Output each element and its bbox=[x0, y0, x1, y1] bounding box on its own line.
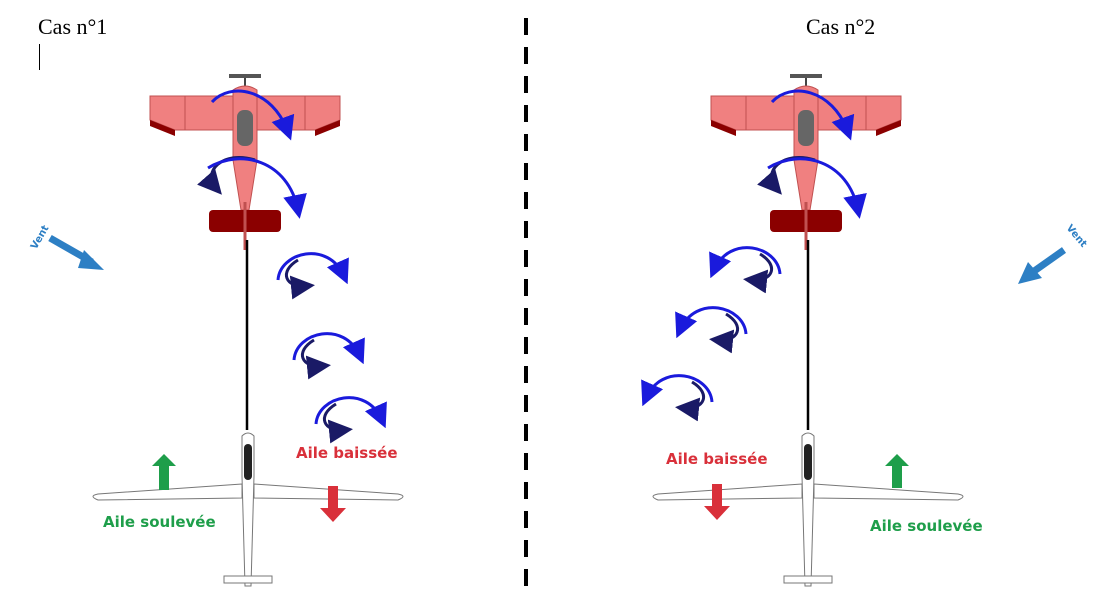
case-1: Vent Aile soulevée Aile baissée bbox=[29, 74, 404, 587]
raised-wing-label-1: Aile soulevée bbox=[103, 513, 216, 531]
wind-arrow-1 bbox=[48, 234, 104, 270]
case-2: Vent Aile soulevée Aile baissée bbox=[641, 74, 1089, 587]
vortex-5 bbox=[675, 306, 748, 354]
vortex-3 bbox=[316, 398, 382, 431]
prop-wash-arrow bbox=[770, 89, 855, 141]
case-2-title: Cas n°2 bbox=[806, 14, 876, 39]
raised-wing-arrow-2 bbox=[885, 454, 909, 488]
vortex-2 bbox=[294, 334, 360, 367]
prop-wash-arrow bbox=[207, 157, 307, 219]
raised-wing-arrow-1 bbox=[152, 454, 176, 490]
lowered-wing-label-1: Aile baissée bbox=[296, 444, 398, 462]
lowered-wing-arrow-2 bbox=[704, 484, 730, 520]
vortex-6 bbox=[641, 374, 714, 422]
wind-label-1: Vent bbox=[29, 223, 52, 251]
lowered-wing-arrow-1 bbox=[320, 486, 346, 522]
vortex-1 bbox=[278, 254, 344, 287]
vortex-4 bbox=[709, 246, 782, 294]
lowered-wing-label-2: Aile baissée bbox=[666, 450, 768, 468]
tow-plane-2 bbox=[709, 74, 903, 252]
tow-plane-1 bbox=[148, 74, 342, 252]
case-1-title: Cas n°1 bbox=[38, 14, 108, 39]
wind-arrow-2 bbox=[1018, 247, 1067, 284]
prop-wash-arrow bbox=[767, 157, 867, 219]
prop-wash-arrow bbox=[210, 89, 295, 141]
raised-wing-label-2: Aile soulevée bbox=[870, 517, 983, 535]
text-cursor bbox=[39, 44, 40, 70]
wind-label-2: Vent bbox=[1064, 223, 1089, 250]
